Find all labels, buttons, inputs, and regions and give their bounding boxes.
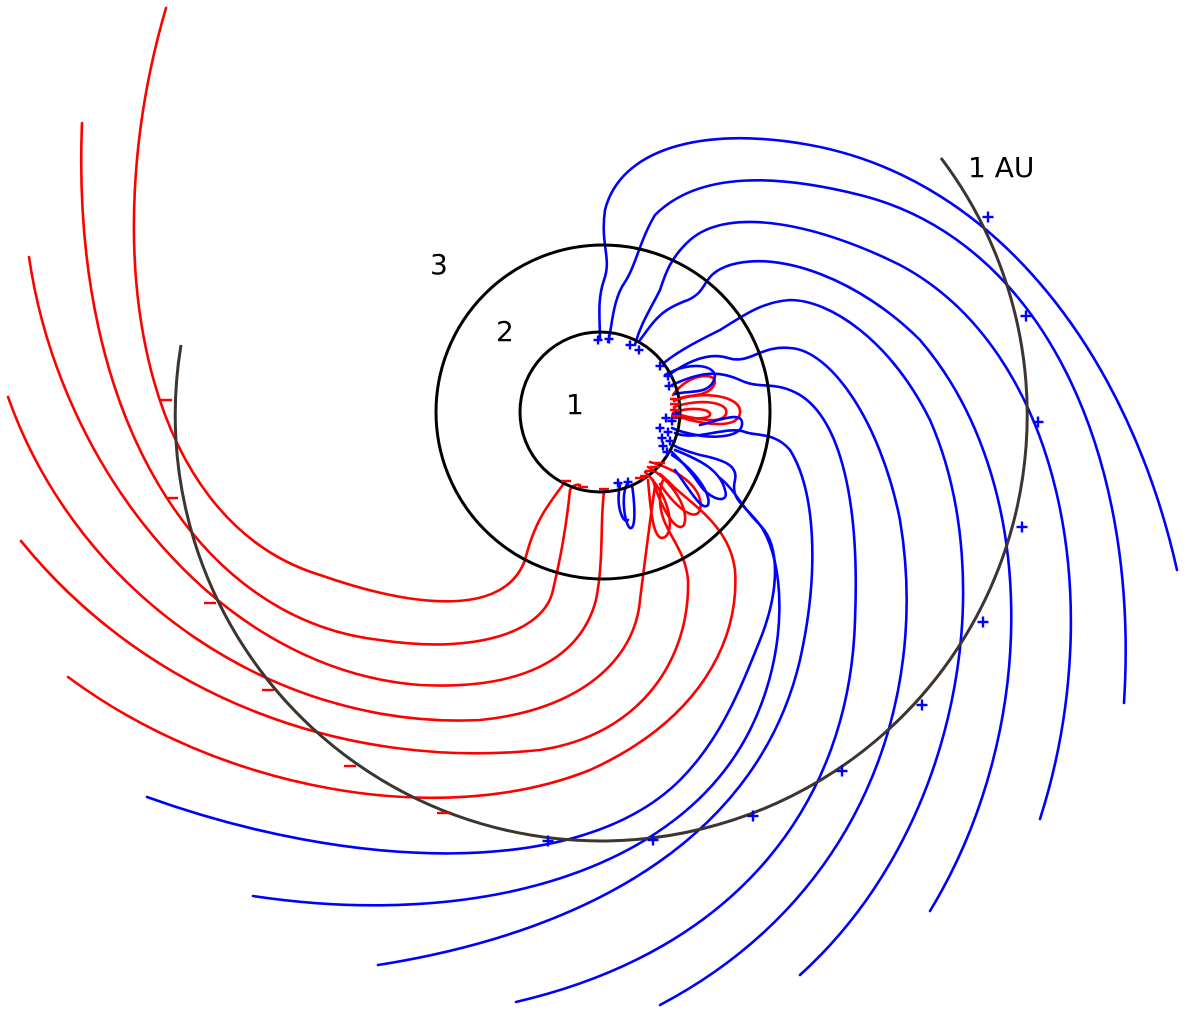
plus-marker <box>1032 416 1044 428</box>
plus-marker <box>604 334 614 344</box>
plus-marker <box>667 416 677 426</box>
plus-marker <box>836 765 848 777</box>
blue-field-line-1 <box>598 136 1179 572</box>
plus-marker <box>647 834 659 846</box>
red-loop-4 <box>671 407 712 420</box>
red-field-line-3 <box>27 255 606 687</box>
plus-marker <box>634 345 644 355</box>
negative-field-lines <box>6 6 742 799</box>
plus-marker <box>661 413 671 423</box>
blue-loop-2 <box>670 415 744 438</box>
blue-field-line-8 <box>376 429 814 967</box>
region-2-label: 2 <box>496 315 514 348</box>
outer-boundary-circle <box>434 243 772 581</box>
orbit-1au-arc <box>173 157 1029 843</box>
blue-loop-4 <box>670 453 710 508</box>
plus-marker <box>977 616 989 628</box>
plus-marker <box>613 478 623 488</box>
region-1-label: 1 <box>566 388 584 421</box>
inner-sphere-circle <box>518 330 682 494</box>
positive-field-lines <box>145 136 1179 1007</box>
blue-field-line-5 <box>663 298 965 977</box>
blue-field-line-7 <box>514 372 858 1004</box>
plus-marker <box>664 381 674 391</box>
blue-field-line-4 <box>638 259 1013 913</box>
plus-marker <box>623 477 633 487</box>
blue-field-line-2 <box>606 178 1127 705</box>
negative-markers <box>160 397 681 815</box>
blue-field-line-10 <box>145 476 777 855</box>
red-loop-6 <box>646 465 687 529</box>
blue-field-line-3 <box>633 220 1073 821</box>
red-field-line-2 <box>79 121 582 646</box>
plus-marker <box>625 340 635 350</box>
plus-marker <box>658 441 668 451</box>
plus-marker <box>657 433 667 443</box>
orbit-1au-label: 1 AU <box>968 151 1034 184</box>
blue-loop-5 <box>622 480 636 530</box>
red-field-line-6 <box>66 472 737 799</box>
plus-marker <box>1020 310 1032 322</box>
plus-marker <box>916 699 928 711</box>
plus-marker <box>663 427 673 437</box>
plus-marker <box>593 335 603 345</box>
plus-marker <box>982 211 994 223</box>
blue-field-line-9 <box>251 444 781 907</box>
positive-markers <box>542 211 1044 847</box>
plus-marker <box>665 436 675 446</box>
plus-marker <box>655 423 665 433</box>
red-loop-5 <box>648 460 702 516</box>
blue-field-line-6 <box>658 346 908 1007</box>
plus-marker <box>662 447 672 457</box>
red-loop-7 <box>643 470 672 540</box>
plus-marker <box>747 810 759 822</box>
blue-loop-1 <box>663 364 717 396</box>
plus-marker <box>542 835 554 847</box>
region-3-label: 3 <box>430 248 448 281</box>
plus-marker <box>663 371 673 381</box>
plus-marker <box>655 361 665 371</box>
red-field-line-1 <box>132 6 567 603</box>
red-field-line-4 <box>6 395 657 722</box>
plus-marker <box>1016 521 1028 533</box>
